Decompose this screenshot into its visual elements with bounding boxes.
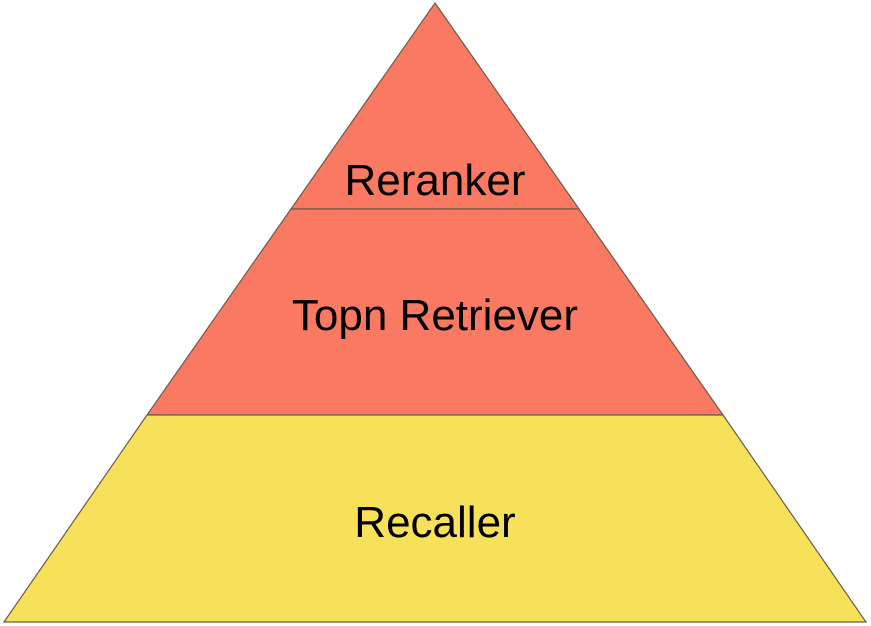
tier-label-reranker: Reranker <box>345 156 526 205</box>
tier-recaller <box>2 414 868 623</box>
tier-label-topn-retriever: Topn Retriever <box>292 291 578 340</box>
tier-label-recaller: Recaller <box>354 498 515 547</box>
